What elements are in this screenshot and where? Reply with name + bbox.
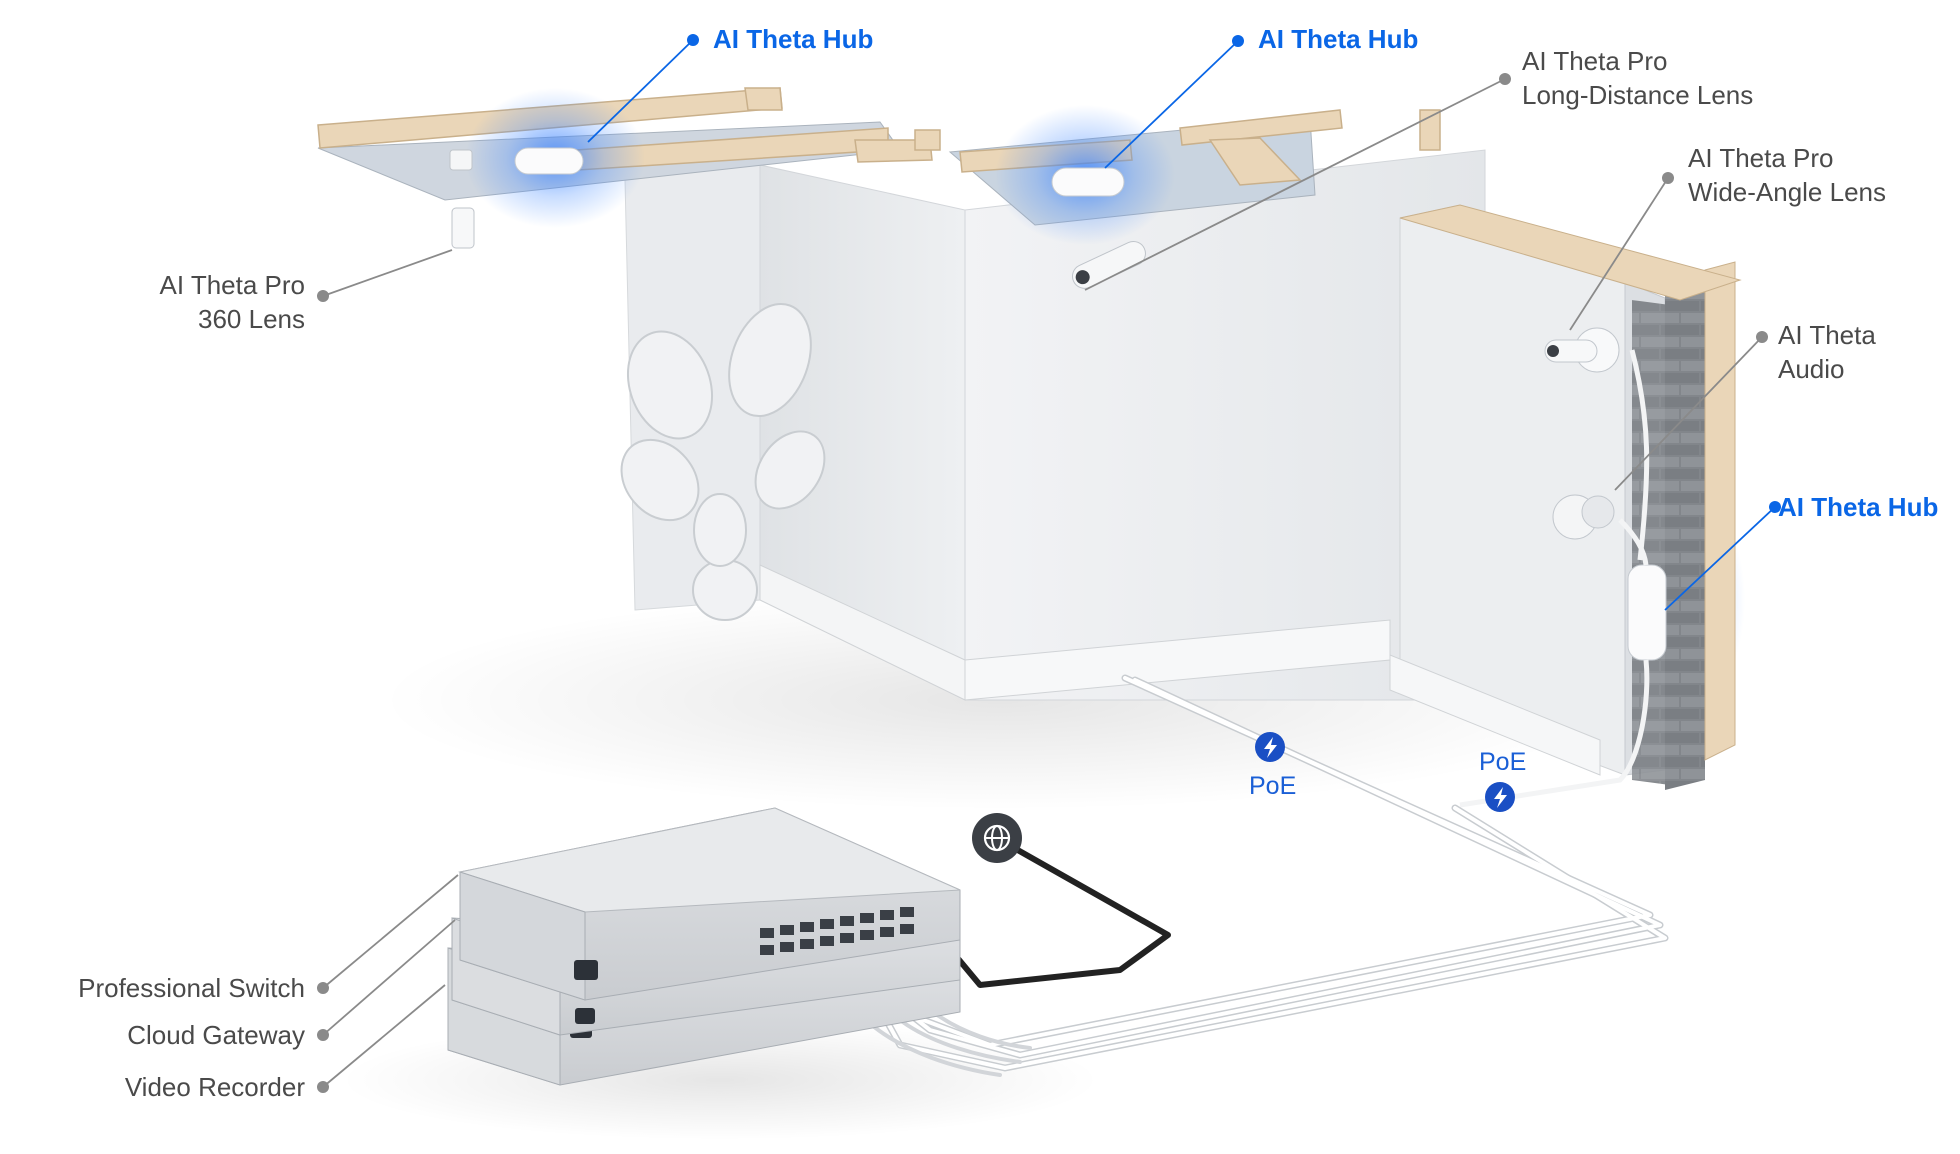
hub-device-right xyxy=(1627,564,1667,661)
lightning-icon xyxy=(1485,782,1515,812)
internet-cable xyxy=(952,837,1171,988)
label-hub-right: AI Theta Hub xyxy=(1778,492,1939,522)
callout-dots xyxy=(317,34,1781,1093)
label-pro-360: AI Theta Pro 360 Lens xyxy=(160,268,306,336)
callout-lines xyxy=(322,39,1776,1088)
label-line-2: Audio xyxy=(1778,354,1845,384)
label-line-2: 360 Lens xyxy=(198,304,305,334)
switch-ports xyxy=(760,907,914,955)
hub-device-center xyxy=(1051,167,1125,197)
cutaway-baseboard xyxy=(1389,654,1601,776)
label-pro-long-distance: AI Theta Pro Long-Distance Lens xyxy=(1522,44,1753,112)
hub-device-left xyxy=(514,147,584,175)
label-line-1: AI Theta Pro xyxy=(159,270,306,300)
label-hub-center: AI Theta Hub xyxy=(1258,24,1419,54)
label-professional-switch: Professional Switch xyxy=(78,973,305,1003)
wall-bricks-inner xyxy=(1632,300,1670,785)
brick-wall xyxy=(1665,270,1705,790)
globe-icon xyxy=(972,813,1022,863)
label-hub-left: AI Theta Hub xyxy=(713,24,874,54)
camera-360-lens xyxy=(449,149,475,249)
label-audio: AI Theta Audio xyxy=(1778,318,1876,386)
professional-switch-device xyxy=(458,807,961,1001)
label-line-2: Wide-Angle Lens xyxy=(1688,177,1886,207)
wood-top-plate xyxy=(1399,204,1742,301)
label-line-2: Long-Distance Lens xyxy=(1522,80,1754,110)
audio-device xyxy=(1552,494,1615,540)
label-line-1: AI Theta Pro xyxy=(1688,143,1834,173)
wall-cable xyxy=(1459,349,1650,808)
label-cloud-gateway: Cloud Gateway xyxy=(127,1020,305,1050)
wood-stud-right xyxy=(1704,261,1736,761)
camera-wide-angle-lens xyxy=(1544,327,1620,373)
label-pro-wide-angle: AI Theta Pro Wide-Angle Lens xyxy=(1688,141,1886,209)
decorative-plant xyxy=(620,302,826,621)
lightning-icon xyxy=(1255,732,1285,762)
label-line-1: AI Theta xyxy=(1778,320,1876,350)
label-line-1: AI Theta Pro xyxy=(1522,46,1668,76)
label-video-recorder: Video Recorder xyxy=(124,1072,305,1102)
label-poe-2: PoE xyxy=(1479,748,1527,776)
label-poe-1: PoE xyxy=(1249,772,1297,800)
